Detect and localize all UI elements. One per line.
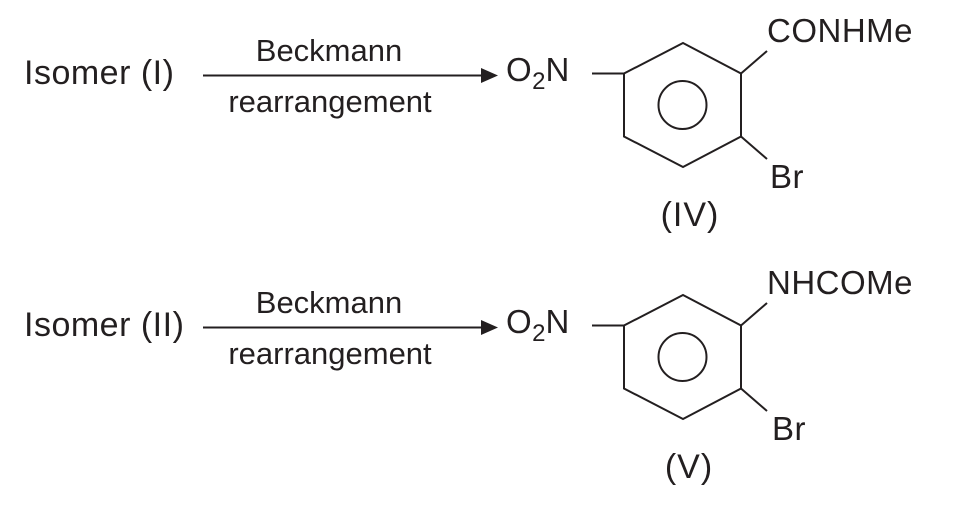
nitro-n-iv: N [545,51,570,88]
bond-bromo-iv [740,135,768,160]
arrow-condition-bottom-1: rearrangement [228,84,432,119]
bond-amide-v [740,302,768,327]
molecule-label-v: (V) [664,448,714,486]
bond-bromo-v [740,387,768,412]
amide-group-iv: CONHMe [767,12,914,49]
bond-amide-iv [740,50,768,75]
arrow-condition-bottom-2: rearrangement [228,336,432,371]
nitro-n-v: N [545,303,570,340]
nitro-o-v: O [506,303,533,340]
bromo-group-iv: Br [770,158,804,195]
bromo-group-v: Br [772,410,806,447]
nitro-subscript-v: 2 [532,320,546,347]
arrow-condition-top-2: Beckmann [255,285,403,320]
amide-group-v: NHCOMe [767,264,914,301]
reaction-arrow-1-head [481,68,498,83]
arrow-condition-top-1: Beckmann [255,33,403,68]
nitro-group-v: O2N [506,305,570,346]
benzene-hexagon-v [623,293,742,421]
molecule-label-iv: (IV) [660,196,720,234]
benzene-hexagon-iv [623,41,742,169]
nitro-subscript-iv: 2 [532,68,546,95]
reaction-arrow-2-head [481,320,498,335]
aromatic-circle-v [657,332,708,382]
nitro-o-iv: O [506,51,533,88]
aromatic-circle-iv [657,80,708,130]
reactant-label-2: Isomer (II) [24,306,185,344]
reactant-label-1: Isomer (I) [24,54,175,92]
nitro-group-iv: O2N [506,53,570,94]
